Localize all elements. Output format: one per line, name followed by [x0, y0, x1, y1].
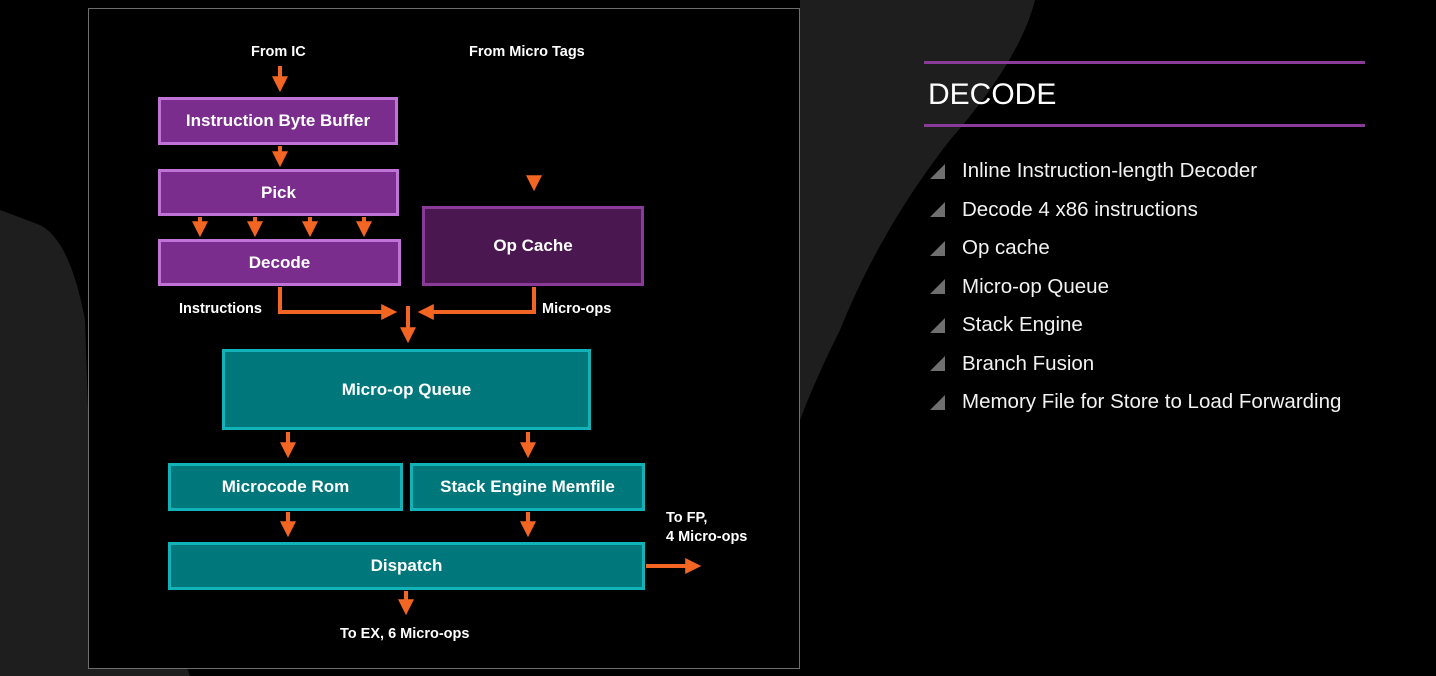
list-item: Micro-op Queue — [930, 268, 1341, 307]
triangle-bullet-icon — [930, 279, 945, 295]
panel-title: DECODE — [928, 78, 1057, 111]
block-decode: Decode — [158, 239, 401, 286]
label-instructions: Instructions — [179, 301, 262, 317]
list-item: Memory File for Store to Load Forwarding — [930, 383, 1341, 422]
list-item: Op cache — [930, 229, 1341, 268]
title-rule-bottom — [924, 124, 1365, 127]
label-from-ic: From IC — [251, 44, 306, 60]
block-pick: Pick — [158, 169, 399, 216]
arrow-decode-to-queue — [278, 287, 398, 320]
label-to-ex: To EX, 6 Micro-ops — [340, 626, 470, 642]
arrow-opcache-to-queue — [417, 287, 536, 320]
block-instruction-byte-buffer: Instruction Byte Buffer — [158, 97, 398, 145]
block-stack-engine-memfile: Stack Engine Memfile — [410, 463, 645, 511]
label-micro-ops: Micro-ops — [542, 301, 612, 317]
triangle-bullet-icon — [930, 317, 945, 333]
triangle-bullet-icon — [930, 202, 945, 218]
list-item: Decode 4 x86 instructions — [930, 191, 1341, 230]
list-item: Branch Fusion — [930, 345, 1341, 384]
list-item-text: Branch Fusion — [962, 351, 1095, 375]
label-to-fp-line2: 4 Micro-ops — [666, 529, 748, 545]
block-micro-op-queue: Micro-op Queue — [222, 349, 591, 430]
triangle-bullet-icon — [930, 240, 945, 256]
block-dispatch: Dispatch — [168, 542, 645, 590]
list-item-text: Memory File for Store to Load Forwarding — [962, 390, 1342, 414]
feature-list: Inline Instruction-length Decoder Decode… — [930, 152, 1341, 422]
triangle-bullet-icon — [930, 356, 945, 372]
list-item-text: Inline Instruction-length Decoder — [962, 159, 1258, 183]
list-item-text: Stack Engine — [962, 313, 1083, 337]
list-item-text: Decode 4 x86 instructions — [962, 197, 1198, 221]
block-microcode-rom: Microcode Rom — [168, 463, 403, 511]
label-from-micro-tags: From Micro Tags — [469, 44, 585, 60]
list-item: Inline Instruction-length Decoder — [930, 152, 1341, 191]
triangle-bullet-icon — [930, 163, 945, 179]
title-rule-top — [924, 61, 1365, 64]
list-item-text: Op cache — [962, 236, 1050, 260]
list-item: Stack Engine — [930, 306, 1341, 345]
triangle-bullet-icon — [930, 394, 945, 410]
label-to-fp-line1: To FP, — [666, 510, 708, 526]
block-op-cache: Op Cache — [422, 206, 644, 286]
list-item-text: Micro-op Queue — [962, 274, 1109, 298]
